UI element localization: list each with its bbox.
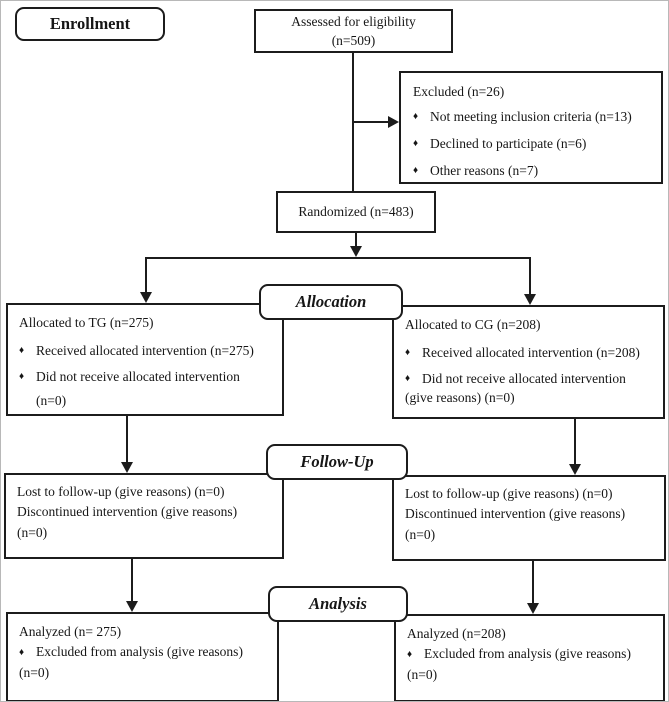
- arrow-down-icon: [350, 246, 362, 257]
- enrollment-stage-label: Enrollment: [15, 7, 165, 41]
- connector-to-excluded: [354, 121, 389, 123]
- followup-cg-line2: Discontinued intervention (give reasons): [405, 506, 626, 522]
- arrow-down-icon: [527, 603, 539, 614]
- analyzed-tg-title: Analyzed (n= 275): [19, 624, 122, 639]
- enrollment-stage-text: Enrollment: [49, 14, 131, 33]
- connector-branch-to-cg: [529, 257, 531, 294]
- diamond-bullet-icon: ♦: [19, 345, 25, 357]
- allocated-cg-bullet-2-continuation: (give reasons) (n=0): [405, 390, 515, 406]
- diamond-bullet-icon: ♦: [405, 373, 411, 385]
- arrow-down-icon: [121, 462, 133, 473]
- connector-cg-alloc-to-followup: [574, 419, 576, 464]
- connector-tg-followup-to-analysis: [131, 559, 133, 601]
- allocated-cg-bullet-1-text: Received allocated intervention (n=208): [422, 345, 640, 361]
- diamond-bullet-icon: ♦: [19, 371, 25, 383]
- arrow-down-icon: [524, 294, 536, 305]
- excluded-bullet-3-text: Other reasons (n=7): [430, 163, 539, 179]
- followup-tg-line2: Discontinued intervention (give reasons): [17, 504, 238, 520]
- analyzed-cg-title: Analyzed (n=208): [407, 626, 506, 641]
- arrow-down-icon: [569, 464, 581, 475]
- allocated-cg-box: Allocated to CG (n=208) ♦ Received alloc…: [392, 305, 665, 419]
- analyzed-tg-bullet-1-text: Excluded from analysis (give reasons): [36, 644, 243, 660]
- randomized-text: Randomized (n=483): [298, 204, 414, 220]
- followup-tg-line1: Lost to follow-up (give reasons) (n=0): [17, 484, 225, 499]
- analysis-stage-text: Analysis: [309, 594, 367, 613]
- diamond-bullet-icon: ♦: [19, 647, 25, 659]
- excluded-box: Excluded (n=26) ♦ Not meeting inclusion …: [399, 71, 663, 184]
- followup-cg-box: Lost to follow-up (give reasons) (n=0) D…: [392, 475, 666, 561]
- analyzed-tg-bullet-1-continuation: (n=0): [19, 664, 50, 680]
- followup-stage-label: Follow-Up: [266, 444, 408, 480]
- allocated-tg-bullet-2-text: Did not receive allocated intervention: [36, 369, 240, 385]
- assessed-line1: Assessed for eligibility: [291, 13, 416, 29]
- excluded-bullet-3: ♦ Other reasons (n=7): [413, 161, 653, 180]
- allocated-tg-bullet-1: ♦ Received allocated intervention (n=275…: [19, 341, 274, 360]
- analyzed-cg-bullet-1-continuation: (n=0): [407, 666, 438, 682]
- diamond-bullet-icon: ♦: [407, 649, 413, 661]
- diamond-bullet-icon: ♦: [405, 347, 411, 359]
- analyzed-tg-bullet-1: ♦ Excluded from analysis (give reasons): [19, 642, 269, 662]
- allocated-tg-bullet-1-text: Received allocated intervention (n=275): [36, 343, 254, 359]
- allocated-cg-bullet-2: ♦ Did not receive allocated intervention: [405, 369, 655, 388]
- connector-branch-to-tg: [145, 257, 147, 292]
- connector-cg-followup-to-analysis: [532, 561, 534, 603]
- allocation-stage-text: Allocation: [295, 292, 367, 311]
- followup-cg-line1: Lost to follow-up (give reasons) (n=0): [405, 486, 613, 501]
- analysis-stage-label: Analysis: [268, 586, 408, 622]
- followup-stage-text: Follow-Up: [300, 452, 374, 471]
- allocated-tg-title: Allocated to TG (n=275): [19, 315, 154, 330]
- arrow-right-icon: [388, 116, 399, 128]
- diamond-bullet-icon: ♦: [413, 111, 419, 123]
- branch-line: [145, 257, 531, 259]
- analyzed-cg-box: Analyzed (n=208) ♦ Excluded from analysi…: [394, 614, 665, 701]
- analyzed-cg-bullet-1-text: Excluded from analysis (give reasons): [424, 646, 631, 662]
- allocated-cg-bullet-1: ♦ Received allocated intervention (n=208…: [405, 343, 655, 362]
- connector-assessed-to-randomized: [352, 53, 354, 191]
- excluded-title: Excluded (n=26): [413, 84, 505, 99]
- excluded-bullet-2-text: Declined to participate (n=6): [430, 136, 587, 152]
- diamond-bullet-icon: ♦: [413, 165, 419, 177]
- allocation-stage-label: Allocation: [259, 284, 403, 320]
- analyzed-cg-bullet-1: ♦ Excluded from analysis (give reasons): [407, 644, 655, 664]
- allocated-tg-bullet-2-continuation: (n=0): [36, 393, 67, 409]
- followup-tg-box: Lost to follow-up (give reasons) (n=0) D…: [4, 473, 284, 559]
- allocated-tg-box: Allocated to TG (n=275) ♦ Received alloc…: [6, 303, 284, 416]
- allocated-tg-bullet-2: ♦ Did not receive allocated intervention: [19, 367, 274, 386]
- arrow-down-icon: [140, 292, 152, 303]
- arrow-down-icon: [126, 601, 138, 612]
- randomized-box: Randomized (n=483): [276, 191, 436, 233]
- followup-cg-line3: (n=0): [405, 526, 436, 542]
- excluded-bullet-2: ♦ Declined to participate (n=6): [413, 134, 653, 153]
- allocated-cg-bullet-2-text: Did not receive allocated intervention: [422, 371, 626, 387]
- diamond-bullet-icon: ♦: [413, 138, 419, 150]
- followup-tg-line3: (n=0): [17, 524, 48, 540]
- excluded-bullet-1: ♦ Not meeting inclusion criteria (n=13): [413, 107, 653, 126]
- excluded-bullet-1-text: Not meeting inclusion criteria (n=13): [430, 109, 632, 125]
- connector-tg-alloc-to-followup: [126, 416, 128, 462]
- assessed-eligibility-box: Assessed for eligibility (n=509): [254, 9, 453, 53]
- connector-randomized-to-branch: [355, 233, 357, 246]
- allocated-cg-title: Allocated to CG (n=208): [405, 317, 541, 332]
- assessed-line2: (n=509): [331, 33, 376, 48]
- analyzed-tg-box: Analyzed (n= 275) ♦ Excluded from analys…: [6, 612, 279, 701]
